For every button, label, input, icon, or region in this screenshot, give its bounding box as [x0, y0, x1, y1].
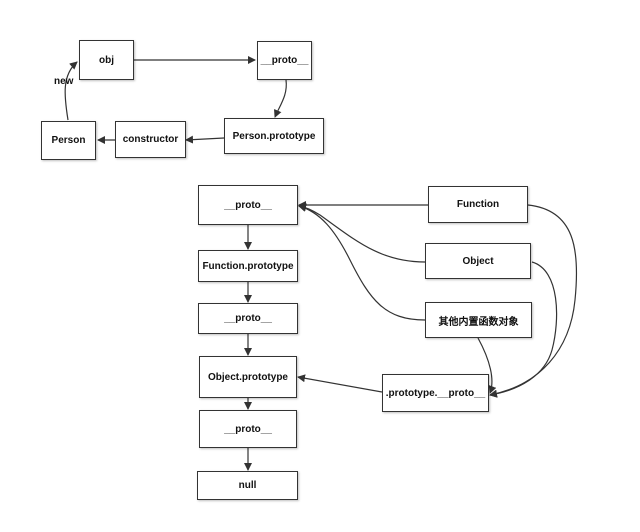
edge-prototype-proto-to-object-prototype: [297, 374, 383, 393]
node-proto-mid: __proto__: [198, 185, 298, 225]
node-person: Person: [41, 121, 96, 160]
node-constructor: constructor: [115, 121, 186, 158]
node-function-prototype: Function.prototype: [198, 250, 298, 282]
node-null: null: [197, 471, 298, 500]
edge-builtin-to-proto-mid: [298, 204, 426, 321]
node-builtin-functions: 其他内置函数对象: [425, 302, 532, 338]
node-proto-bottom: __proto__: [199, 410, 297, 448]
edge-proto-to-person-prototype: [274, 79, 287, 118]
edge-label-new: new: [54, 76, 74, 87]
edge-person-prototype-to-constructor: [185, 135, 225, 144]
node-function: Function: [428, 186, 528, 223]
edge-object-to-prototype-proto: [489, 261, 558, 398]
node-object: Object: [425, 243, 531, 279]
node-person-prototype: Person.prototype: [224, 118, 324, 154]
node-obj: obj: [79, 40, 134, 80]
node-prototype-proto: .prototype.__proto__: [382, 374, 489, 412]
node-proto-top: __proto__: [257, 41, 312, 80]
edge-builtin-to-prototype-proto: [477, 337, 497, 394]
node-object-prototype: Object.prototype: [199, 356, 297, 398]
edge-object-to-proto-mid: [298, 203, 426, 263]
edge-person-to-obj-new: [64, 61, 78, 121]
node-proto-lower: __proto__: [198, 303, 298, 334]
edge-function-to-prototype-proto: [489, 204, 578, 398]
